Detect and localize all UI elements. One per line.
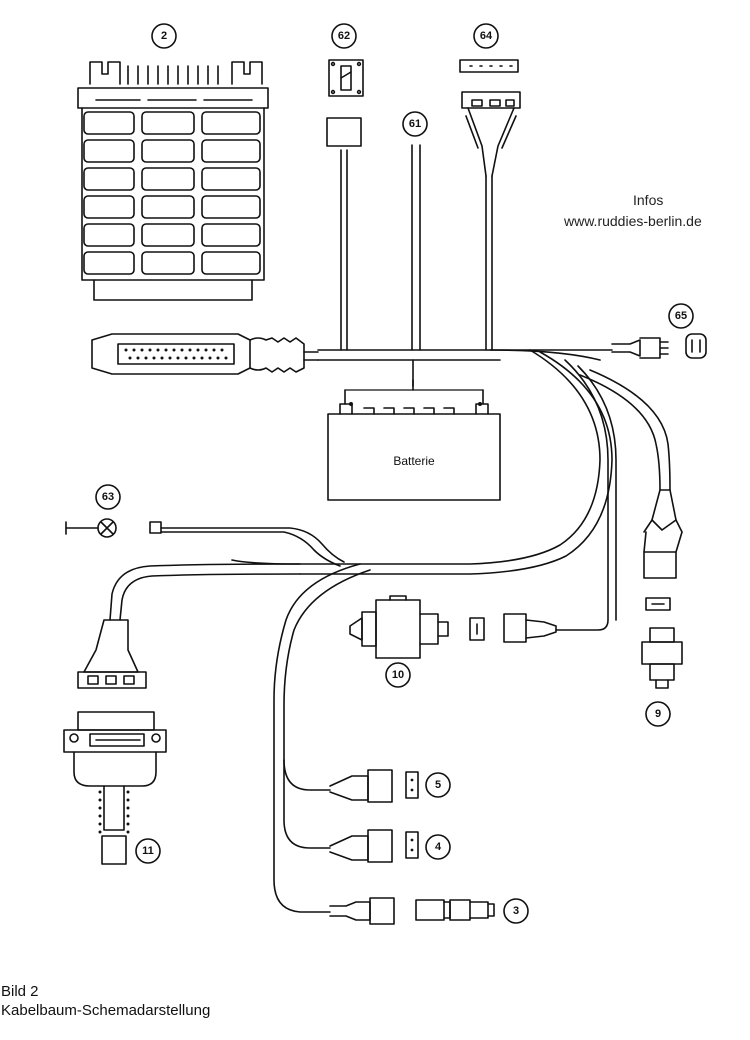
- sensor-9: [641, 489, 683, 689]
- sensor-3: [329, 897, 495, 925]
- callout-numbers: 2 62 64 61 65 63 10 9 11 5 4 3 Batterie: [102, 30, 687, 917]
- sensor-11: [63, 711, 167, 865]
- sensor-11-dots: [98, 790, 130, 834]
- lamp-63-wire: [65, 518, 345, 567]
- callout-61: 61: [409, 118, 421, 130]
- callout-62: 62: [338, 30, 350, 42]
- plug-65: [611, 333, 707, 359]
- battery-label: Batterie: [393, 454, 435, 468]
- connector-pins: [124, 348, 228, 360]
- relay-62: [326, 59, 364, 147]
- info-url[interactable]: www.ruddies-berlin.de: [564, 213, 702, 229]
- callout-10: 10: [392, 669, 404, 681]
- callout-circles: [95, 23, 694, 924]
- sensor-10: [349, 595, 557, 659]
- main-trunk-wires: [317, 144, 613, 405]
- control-unit-2: [77, 61, 269, 301]
- connector-4: [329, 829, 419, 863]
- figure-number: Bild 2: [1, 983, 39, 1000]
- main-connector: [91, 333, 319, 375]
- info-title: Infos: [633, 192, 664, 208]
- callout-9: 9: [655, 708, 661, 720]
- callout-64: 64: [480, 30, 493, 42]
- callout-4: 4: [435, 841, 442, 853]
- callout-3: 3: [513, 905, 519, 917]
- callout-63: 63: [102, 491, 114, 503]
- harness-branches: [231, 349, 671, 913]
- socket-contacts: [349, 402, 482, 852]
- battery: [327, 403, 501, 501]
- callout-11: 11: [142, 845, 154, 857]
- callout-65: 65: [675, 310, 687, 322]
- connector-64: [459, 59, 521, 177]
- callout-2: 2: [161, 30, 167, 42]
- callout-5: 5: [435, 779, 441, 791]
- figure-title: Kabelbaum-Schemadarstellung: [1, 1002, 211, 1019]
- connector-5: [329, 769, 419, 803]
- branch-to-11: [77, 563, 301, 689]
